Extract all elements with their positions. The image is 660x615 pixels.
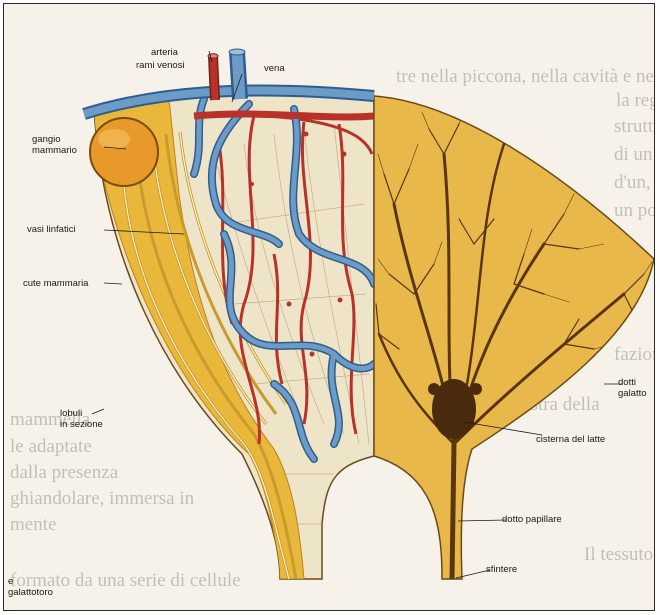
label-lobuli-in-sezione: lobuli in sezione (60, 408, 103, 430)
label-galattotoro: e galattotoro (8, 576, 53, 598)
label-gangio-mammario: gangio mammario (32, 134, 77, 156)
illustration-frame: tre nella piccona, nella cavità e nello … (3, 3, 655, 611)
label-rami-venosi: rami venosi (136, 60, 185, 71)
label-dotto-papillare: dotto papillare (502, 514, 562, 525)
label-cisterna-del-latte: cisterna del latte (536, 434, 605, 445)
right-gland-section (374, 96, 654, 579)
label-dotti-galatto: dotti galatto (618, 377, 647, 399)
mammary-lymph-node (90, 118, 158, 186)
label-sfintere: sfintere (486, 564, 517, 575)
label-cute-mammaria: cute mammaria (23, 278, 88, 289)
label-arteria: arteria (151, 47, 178, 58)
label-vasi-linfatici: vasi linfatici (27, 224, 76, 235)
label-vena: vena (264, 63, 285, 74)
